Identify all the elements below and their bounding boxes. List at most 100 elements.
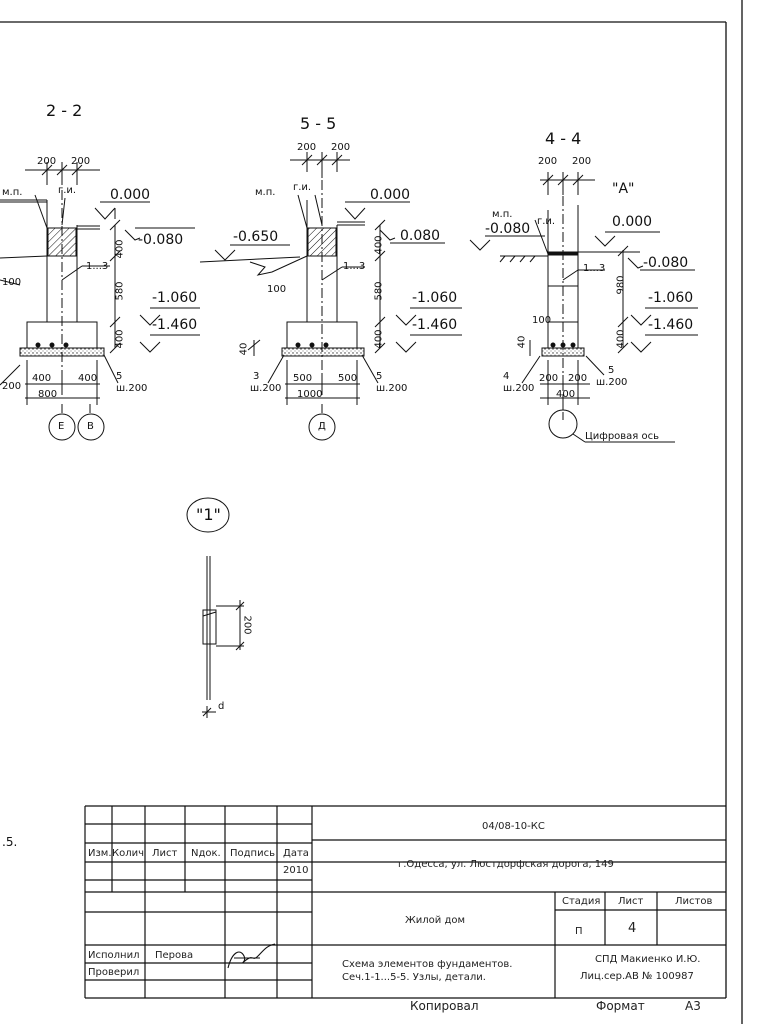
section-4-4 (469, 172, 698, 443)
diameter-label: d (218, 701, 225, 712)
dim-label: 200 (37, 156, 57, 167)
dim-label: 400 (556, 389, 576, 400)
spacing-label: ш.200 (250, 383, 282, 394)
col-list: Лист (152, 848, 178, 859)
level-mark: 0.000 (612, 214, 653, 230)
format-label: Формат (596, 999, 645, 1013)
dim-label: 400 (114, 239, 126, 259)
node-1-detail (186, 497, 245, 718)
mp-label: м.п. (492, 209, 513, 220)
dim-label: 40 (238, 342, 250, 356)
axis-label-e: Е (58, 421, 65, 432)
dim-label: 580 (373, 281, 385, 301)
level-mark: -1.060 (648, 290, 694, 306)
level-mark: -1.060 (412, 290, 458, 306)
level-mark: -1.460 (412, 317, 458, 333)
level-mark: 0.000 (110, 187, 151, 203)
mark-label: 5 (376, 371, 383, 382)
format-value: А3 (685, 999, 701, 1013)
organization-name: СПД Макиенко И.Ю. (595, 954, 701, 965)
gi-label: г.и. (537, 216, 556, 227)
section-2-2-title: 2 - 2 (46, 101, 83, 120)
mark-label: 5 (608, 365, 615, 376)
dim-label: 400 (114, 329, 126, 349)
dim-label: 200 (297, 142, 317, 153)
col-podpis: Подпись (230, 848, 275, 859)
dim-label: 200 (539, 373, 559, 384)
level-mark: -0.080 (138, 232, 184, 248)
mark-label: 4 (503, 371, 510, 382)
dim-label: 800 (38, 389, 58, 400)
title-block-lines (84, 805, 726, 998)
col-kol: Колич (112, 848, 145, 859)
dim-label: 400 (615, 329, 627, 349)
gi-label: г.и. (58, 185, 77, 196)
axis-label-v: В (87, 421, 94, 432)
stage-value: П (575, 926, 583, 937)
section-4-4-title: 4 - 4 (545, 129, 582, 148)
stage-header: Стадия (562, 896, 601, 907)
col-data: Дата (283, 848, 309, 859)
level-mark: -1.060 (152, 290, 198, 306)
dim-label: 580 (114, 281, 126, 301)
detail-a-label: "А" (612, 181, 635, 197)
role-checked: Проверил (88, 967, 140, 978)
level-mark: 0.080 (400, 228, 441, 244)
license-number: Лиц.сер.АВ № 100987 (580, 971, 694, 982)
dim-label: 200 (71, 156, 91, 167)
mark-label: 100 (267, 284, 287, 295)
document-code: 04/08-10-КС (482, 821, 545, 832)
level-mark: -0.080 (643, 255, 689, 271)
mp-label: м.п. (255, 187, 276, 198)
dim-label: 400 (373, 235, 385, 255)
section-5-5 (199, 152, 462, 441)
dim-label: 400 (373, 329, 385, 349)
mark-label: 100 (2, 277, 22, 288)
mark-label: 1...3 (343, 261, 366, 272)
dim-label: 500 (293, 373, 313, 384)
description-line-1: Схема элементов фундаментов. (342, 959, 513, 970)
dim-label: 980 (615, 275, 627, 295)
level-mark: -1.460 (648, 317, 694, 333)
mark-label: 1...3 (583, 263, 606, 274)
mp-label: м.п. (2, 187, 23, 198)
section-5-5-title: 5 - 5 (300, 114, 337, 133)
mark-label: 1...3 (86, 261, 109, 272)
spacing-label: ш.200 (376, 383, 408, 394)
dim-label: 400 (32, 373, 52, 384)
copied-label: Копировал (410, 999, 479, 1013)
executor-name: Перова (155, 950, 194, 961)
dim-label: 200 (538, 156, 558, 167)
description-line-2: Сеч.1-1...5-5. Узлы, детали. (342, 972, 486, 983)
mark-label: 5 (116, 371, 123, 382)
sheet-frame (0, 0, 743, 1024)
sheet-number: 4 (628, 921, 637, 936)
col-ndok: Nдок. (191, 848, 221, 859)
col-izm: Изм. (88, 848, 112, 859)
spacing-label: ш.200 (116, 383, 148, 394)
axis-label-d: Д (318, 421, 326, 432)
level-mark: -1.460 (152, 317, 198, 333)
level-mark: -0.650 (233, 229, 279, 245)
node-1-title: "1" (196, 505, 221, 524)
level-mark: 0.000 (370, 187, 411, 203)
spacing-label: ш.200 (503, 383, 535, 394)
axis-note: Цифровая ось (585, 431, 660, 442)
sheet-header: Лист (618, 896, 644, 907)
section-2-2 (0, 162, 200, 441)
signature (227, 943, 276, 969)
level-mark: -0.080 (485, 221, 531, 237)
gi-label: г.и. (293, 182, 312, 193)
mark-label: 100 (532, 315, 552, 326)
role-executed: Исполнил (88, 950, 140, 961)
side-mark: .5. (2, 835, 18, 849)
dim-label: 500 (338, 373, 358, 384)
object-name: Жилой дом (405, 915, 466, 926)
dim-label: 400 (78, 373, 98, 384)
dim-label: 200 (568, 373, 588, 384)
spacing-label: ш.200 (596, 377, 628, 388)
year: 2010 (283, 865, 309, 876)
dim-label: 200 (572, 156, 592, 167)
dim-label: 200 (241, 615, 253, 635)
